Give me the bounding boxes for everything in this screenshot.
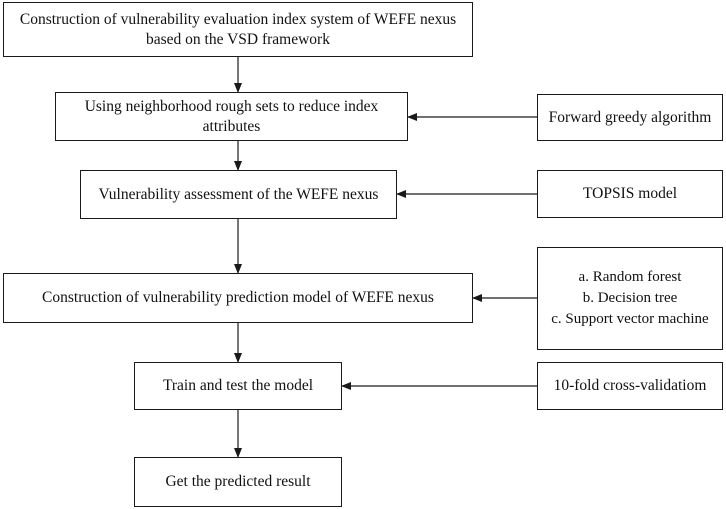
input-cross-validation-label: 10-fold cross-validatiom bbox=[553, 377, 707, 394]
input-topsis-model-label: TOPSIS model bbox=[582, 185, 678, 202]
step-reduce-index-attributes-line2: attributes bbox=[202, 117, 261, 135]
step-construct-index-system-line1: Construction of vulnerability evaluation… bbox=[19, 10, 457, 28]
input-topsis-model: TOPSIS model bbox=[537, 170, 723, 218]
step-vulnerability-assessment-label: Vulnerability assessment of the WEFE nex… bbox=[98, 185, 379, 203]
step-construct-index-system: Construction of vulnerability evaluation… bbox=[3, 2, 473, 57]
input-cross-validation: 10-fold cross-validatiom bbox=[537, 362, 723, 410]
input-forward-greedy-algorithm: Forward greedy algorithm bbox=[537, 94, 723, 141]
step-prediction-model-label: Construction of vulnerability prediction… bbox=[42, 289, 434, 306]
step-prediction-model: Construction of vulnerability prediction… bbox=[3, 273, 473, 323]
step-reduce-index-attributes: Using neighborhood rough sets to reduce … bbox=[55, 92, 408, 141]
step-train-test-model: Train and test the model bbox=[134, 362, 342, 410]
model-support-vector-machine: c. Support vector machine bbox=[551, 311, 709, 327]
model-random-forest: a. Random forest bbox=[578, 269, 682, 285]
step-construct-index-system-line2: based on the VSD framework bbox=[146, 30, 330, 48]
input-ml-models: a. Random forest b. Decision tree c. Sup… bbox=[537, 247, 723, 350]
model-decision-tree: b. Decision tree bbox=[582, 290, 678, 306]
step-train-test-model-label: Train and test the model bbox=[162, 377, 314, 394]
input-forward-greedy-algorithm-label: Forward greedy algorithm bbox=[548, 108, 712, 126]
step-vulnerability-assessment: Vulnerability assessment of the WEFE nex… bbox=[80, 170, 397, 219]
step-reduce-index-attributes-line1: Using neighborhood rough sets to reduce … bbox=[84, 97, 379, 115]
step-predicted-result-label: Get the predicted result bbox=[165, 473, 311, 490]
step-predicted-result: Get the predicted result bbox=[134, 457, 342, 507]
